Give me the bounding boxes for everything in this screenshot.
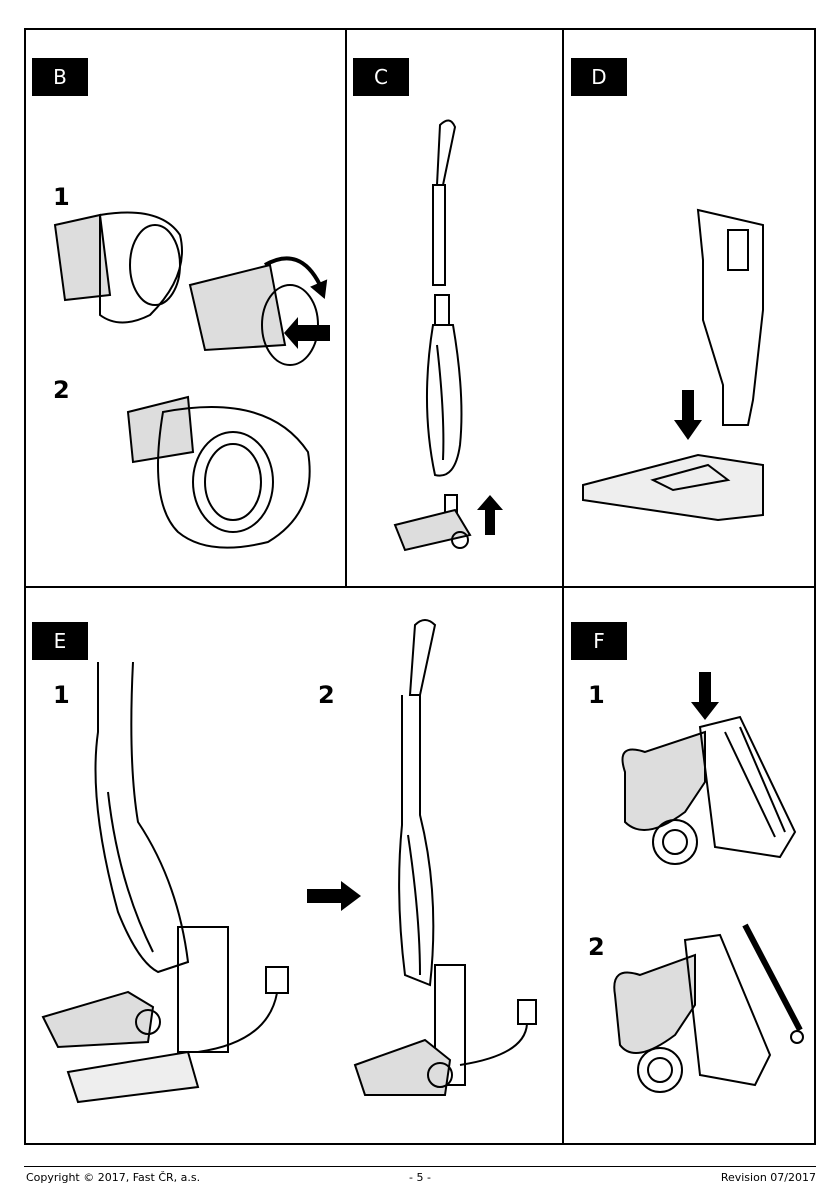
divider-row — [24, 586, 816, 588]
charging-base-assembly-illustration — [578, 200, 773, 535]
step-b-2: 2 — [53, 378, 70, 402]
vacuum-charging-step1-illustration — [38, 662, 303, 1117]
panel-label-d: D — [571, 58, 627, 96]
footer-revision: Revision 07/2017 — [721, 1171, 816, 1184]
panel-label-e: E — [32, 622, 88, 660]
vacuum-charging-step2-illustration — [350, 615, 550, 1115]
panel-label-c: C — [353, 58, 409, 96]
panel-label-f: F — [571, 622, 627, 660]
brush-release-illustration — [605, 672, 800, 892]
brush-removed-illustration — [605, 915, 815, 1110]
step-f-1: 1 — [588, 683, 605, 707]
filter-assembled-illustration — [118, 392, 328, 557]
filter-disassembly-illustration — [40, 205, 340, 375]
step-f-2: 2 — [588, 935, 605, 959]
step-e-2: 2 — [318, 683, 335, 707]
vacuum-assembly-illustration — [385, 115, 515, 560]
panel-label-b: B — [32, 58, 88, 96]
footer-page-number: - 5 - — [0, 1171, 840, 1184]
footer-rule — [24, 1166, 816, 1167]
divider-b-c — [345, 28, 347, 587]
